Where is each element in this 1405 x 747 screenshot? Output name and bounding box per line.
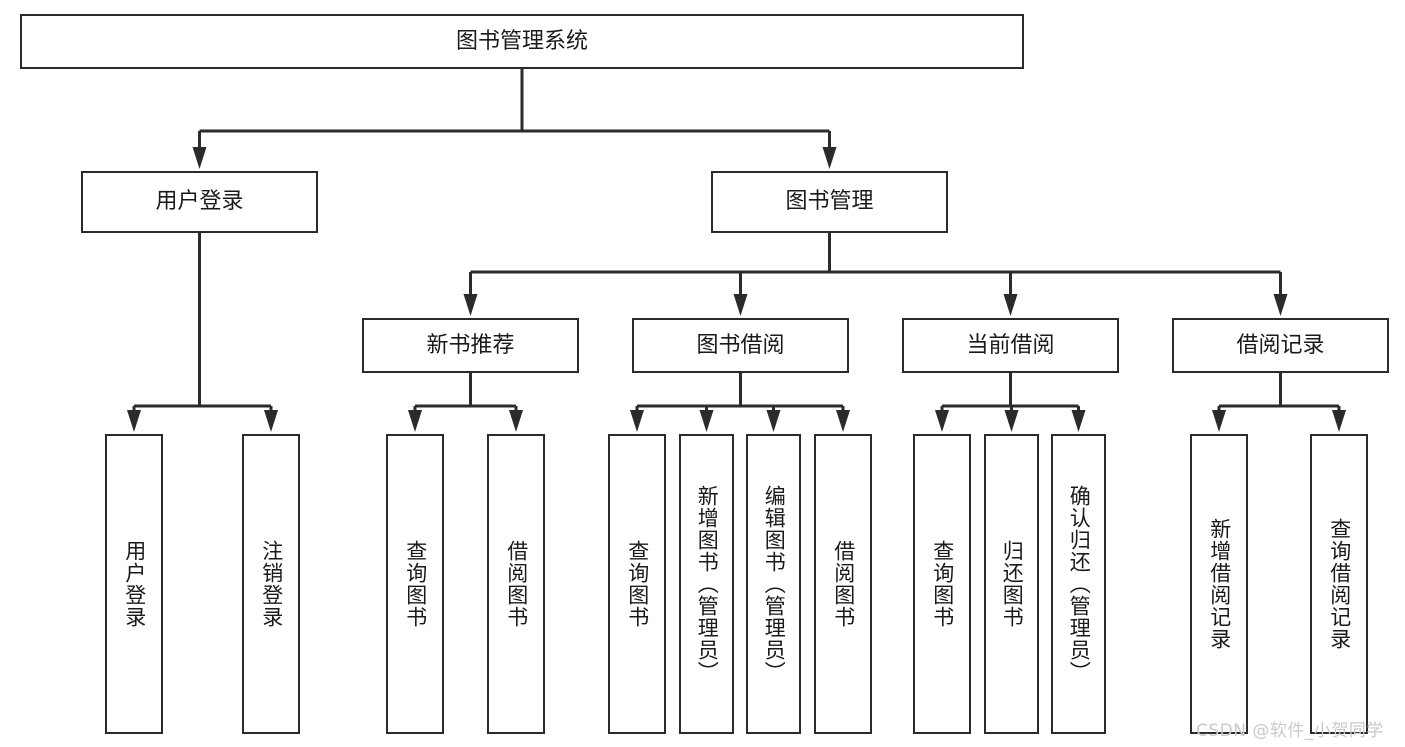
node-root[interactable]: 图书管理系统 bbox=[20, 14, 1024, 69]
node-n-borrow-record[interactable]: 借阅记录 bbox=[1172, 318, 1389, 373]
arrowhead-icon bbox=[264, 410, 278, 432]
node-l-logout[interactable]: 注销登录 bbox=[242, 434, 300, 734]
node-label: 借阅图书 bbox=[831, 540, 856, 628]
node-label: 注销登录 bbox=[259, 540, 284, 628]
node-label: 用户登录 bbox=[122, 540, 147, 628]
arrowhead-icon bbox=[1004, 410, 1019, 432]
node-label: 图书管理 bbox=[785, 189, 874, 214]
arrowhead-icon bbox=[408, 410, 422, 432]
arrowhead-icon bbox=[1003, 294, 1018, 316]
node-label: 新书推荐 bbox=[426, 332, 515, 358]
arrowhead-icon bbox=[766, 410, 781, 432]
node-label: 查询图书 bbox=[403, 540, 428, 628]
node-l-user-login[interactable]: 用户登录 bbox=[105, 434, 163, 734]
node-label: 查询图书 bbox=[930, 540, 955, 628]
node-label: 图书借阅 bbox=[696, 332, 785, 358]
node-label: 编辑图书（管理员） bbox=[762, 485, 787, 683]
node-l-edit-book[interactable]: 编辑图书（管理员） bbox=[746, 434, 801, 734]
node-l-borrow-book-1[interactable]: 借阅图书 bbox=[487, 434, 545, 734]
node-l-query-book-3[interactable]: 查询图书 bbox=[913, 434, 971, 734]
arrowhead-icon bbox=[733, 294, 748, 316]
node-label: 确认归还（管理员） bbox=[1067, 485, 1092, 683]
arrowhead-icon bbox=[463, 294, 478, 316]
node-n-book-borrow[interactable]: 图书借阅 bbox=[632, 318, 849, 373]
node-l-borrow-book-2[interactable]: 借阅图书 bbox=[814, 434, 872, 734]
node-label: 借阅记录 bbox=[1236, 332, 1325, 358]
arrowhead-icon bbox=[822, 147, 837, 169]
node-l-query-book-2[interactable]: 查询图书 bbox=[608, 434, 666, 734]
node-l-add-record[interactable]: 新增借阅记录 bbox=[1190, 434, 1248, 734]
node-label: 当前借阅 bbox=[966, 332, 1055, 358]
arrowhead-icon bbox=[509, 410, 523, 432]
arrowhead-icon bbox=[127, 410, 141, 432]
arrowhead-icon bbox=[935, 410, 949, 432]
arrowhead-icon bbox=[836, 410, 850, 432]
node-label: 借阅图书 bbox=[504, 540, 529, 628]
arrowhead-icon bbox=[1332, 410, 1346, 432]
node-label: 新增借阅记录 bbox=[1207, 518, 1232, 650]
arrowhead-icon bbox=[1273, 294, 1288, 316]
node-n-current-borrow[interactable]: 当前借阅 bbox=[902, 318, 1119, 373]
node-label: 归还图书 bbox=[1000, 540, 1025, 628]
node-l-return-book[interactable]: 归还图书 bbox=[984, 434, 1039, 734]
node-label: 图书管理系统 bbox=[455, 28, 588, 54]
arrowhead-icon bbox=[192, 147, 207, 169]
node-l-confirm-return[interactable]: 确认归还（管理员） bbox=[1051, 434, 1106, 734]
node-label: 查询借阅记录 bbox=[1327, 518, 1352, 650]
node-label: 用户登录 bbox=[155, 189, 244, 214]
csdn-watermark: CSDN @软件_小贺同学 bbox=[1196, 721, 1384, 741]
arrowhead-icon bbox=[630, 410, 644, 432]
node-label: 查询图书 bbox=[625, 540, 650, 628]
node-l-add-book[interactable]: 新增图书（管理员） bbox=[679, 434, 734, 734]
node-l-query-record[interactable]: 查询借阅记录 bbox=[1310, 434, 1368, 734]
arrowhead-icon bbox=[1071, 410, 1086, 432]
arrowhead-icon bbox=[699, 410, 714, 432]
node-n-book-mgmt[interactable]: 图书管理 bbox=[711, 171, 948, 233]
node-l-query-book-1[interactable]: 查询图书 bbox=[386, 434, 444, 734]
node-label: 新增图书（管理员） bbox=[695, 485, 720, 683]
node-n-new-book-rec[interactable]: 新书推荐 bbox=[362, 318, 579, 373]
arrowhead-icon bbox=[1212, 410, 1226, 432]
node-n-user-login[interactable]: 用户登录 bbox=[81, 171, 318, 233]
